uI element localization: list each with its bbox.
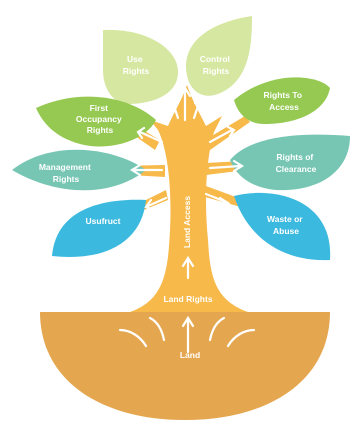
leaf-management <box>12 149 146 191</box>
leaf-usufruct <box>52 199 146 257</box>
leaf-rights-to-access-label: Rights To Access <box>264 90 305 112</box>
leaf-use-rights-label: Use Rights <box>123 54 150 76</box>
leaf-management-label: Management Rights <box>39 162 93 184</box>
land-soil-shape <box>40 312 330 420</box>
leaf-waste-abuse <box>234 192 331 261</box>
leaf-control-rights-label: Control Rights <box>200 54 233 76</box>
leaf-control-rights <box>186 16 252 96</box>
leaf-rights-to-access <box>234 77 330 124</box>
leaf-waste-abuse-label: Waste or Abuse <box>267 214 305 236</box>
land-access-label: Land Access <box>182 196 192 248</box>
leaf-clearance-label: Rights of Clearance <box>276 152 317 174</box>
leaf-use-rights <box>103 29 178 105</box>
leaf-usufruct-label: Usufruct <box>86 216 121 226</box>
leaf-first-occupancy <box>36 96 156 147</box>
leaf-first-occupancy-label: First Occupancy Rights <box>76 103 124 135</box>
land-rights-label: Land Rights <box>163 294 212 304</box>
leaf-clearance <box>230 134 350 191</box>
branch-right-low <box>205 186 244 207</box>
land-label: Land <box>180 350 200 360</box>
tree-trunk <box>130 85 248 312</box>
flow-arrows <box>118 85 256 354</box>
